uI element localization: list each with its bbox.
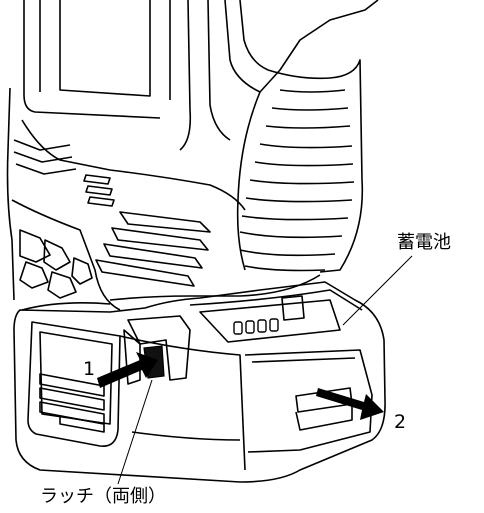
charge-indicator — [233, 318, 279, 335]
latch-label: ラッチ（両側） — [40, 486, 166, 507]
battery-pack — [13, 281, 386, 483]
pull-arrow-icon — [316, 388, 384, 420]
latch-leader-line — [117, 379, 153, 485]
step-one-label: 1 — [83, 358, 96, 380]
tool-housing — [6, 0, 379, 311]
push-arrow-icon — [97, 352, 158, 388]
battery-leader-line — [342, 255, 413, 326]
battery-label: 蓄電池 — [397, 232, 451, 253]
step-two-label: 2 — [394, 411, 407, 433]
